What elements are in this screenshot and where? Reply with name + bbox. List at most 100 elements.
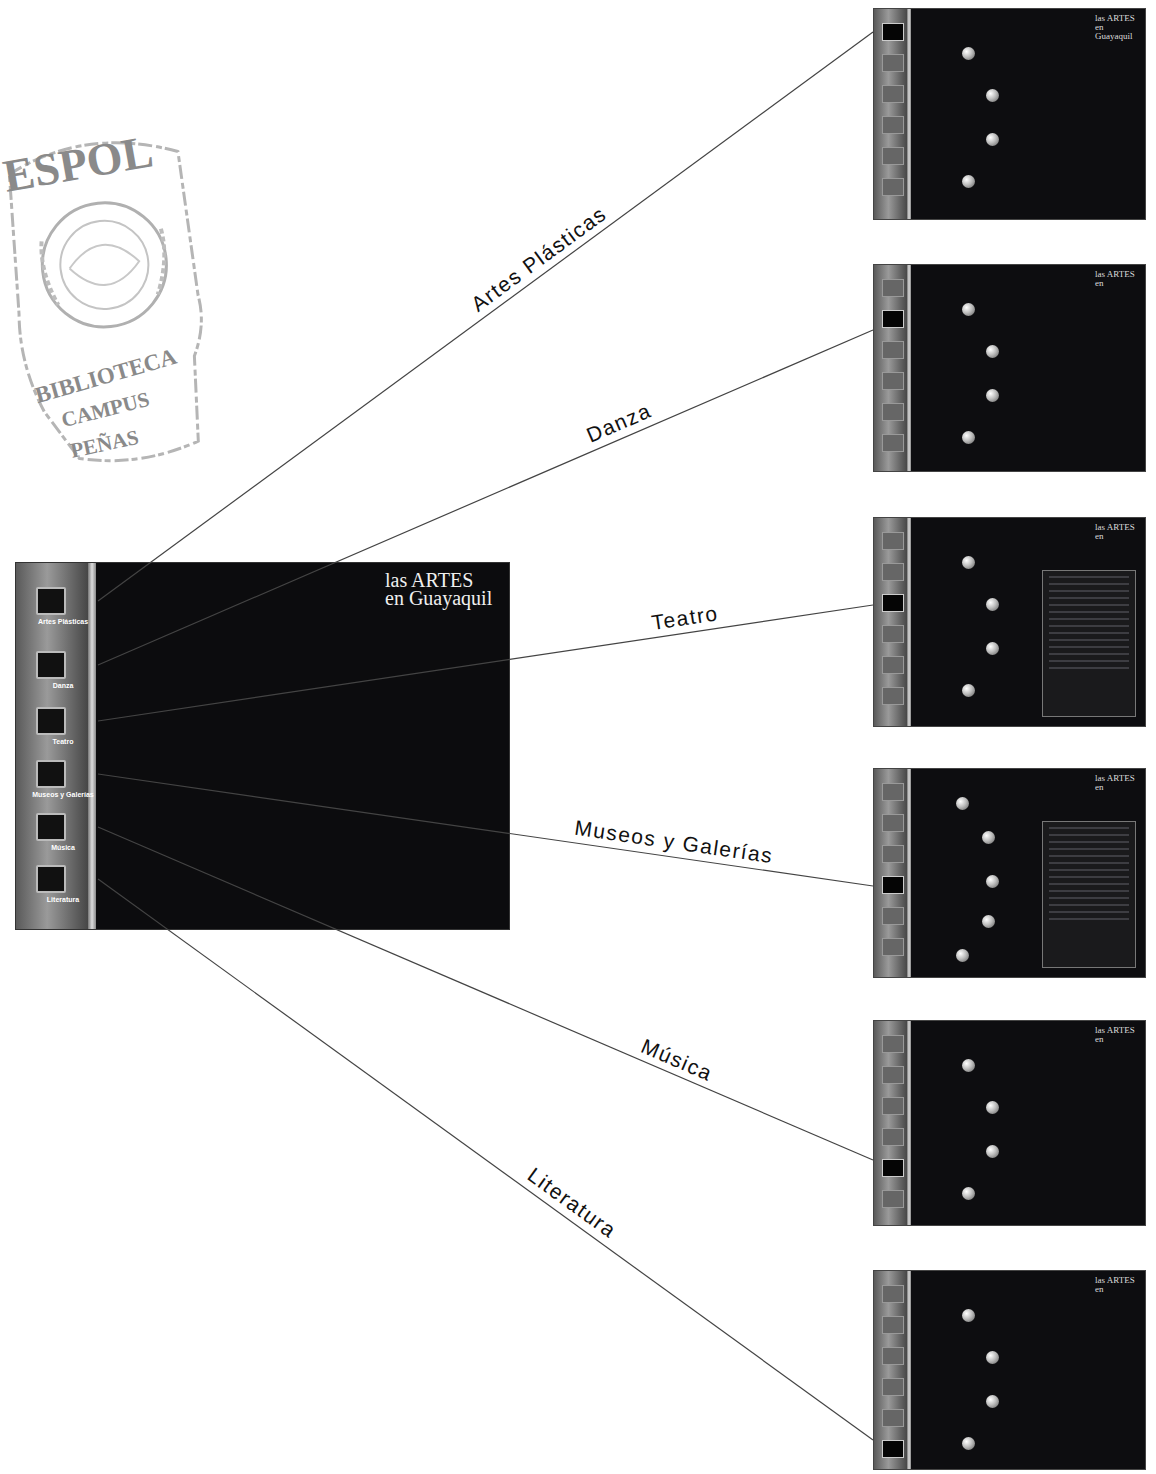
menu-sphere (986, 1351, 999, 1364)
sidebar-button (882, 1285, 904, 1303)
menu-button: Literatura (28, 865, 98, 907)
screen-title: las ARTES en Guayaquil (1095, 14, 1141, 41)
screen-title: las ARTES en (1095, 1026, 1141, 1044)
menu-sphere (986, 1101, 999, 1114)
text-line (1049, 911, 1129, 913)
sidebar-button (882, 1440, 904, 1458)
menu-sphere (962, 1187, 975, 1200)
text-line (1049, 918, 1129, 920)
sidebar-button (882, 147, 904, 165)
menu-button: Museos y Galerías (28, 760, 98, 802)
text-line (1049, 625, 1129, 627)
sidebar-button (882, 656, 904, 674)
menu-sphere (986, 1145, 999, 1158)
button-icon (36, 813, 66, 841)
menu-sphere (982, 831, 995, 844)
screen-title: las ARTES en (1095, 774, 1141, 792)
text-line (1049, 604, 1129, 606)
sidebar-button (882, 783, 904, 801)
section-screen: las ARTES en (873, 264, 1146, 472)
sidebar-button (882, 403, 904, 421)
sidebar-rail (907, 265, 911, 471)
menu-button: Danza (28, 651, 98, 693)
text-line (1049, 611, 1129, 613)
menu-sphere (986, 598, 999, 611)
sidebar-button (882, 341, 904, 359)
button-label: Música (28, 844, 98, 851)
text-line (1049, 848, 1129, 850)
button-label: Danza (28, 682, 98, 689)
menu-sphere (962, 684, 975, 697)
menu-sphere (986, 642, 999, 655)
menu-sphere (986, 89, 999, 102)
menu-sphere (962, 556, 975, 569)
menu-sphere (962, 431, 975, 444)
text-line (1049, 583, 1129, 585)
text-line (1049, 897, 1129, 899)
sidebar-button (882, 434, 904, 452)
text-line (1049, 597, 1129, 599)
text-line (1049, 876, 1129, 878)
text-line (1049, 855, 1129, 857)
menu-sphere (986, 875, 999, 888)
sidebar-button (882, 845, 904, 863)
connector-line (98, 879, 873, 1440)
button-label: Literatura (28, 896, 98, 903)
connector-label: Música (638, 1034, 717, 1086)
sidebar-button (882, 532, 904, 550)
sidebar-button (882, 54, 904, 72)
stamp-text: ESPOL (0, 124, 157, 202)
sidebar-button (882, 1409, 904, 1427)
menu-sphere (962, 1437, 975, 1450)
sidebar-button (882, 625, 904, 643)
sidebar-button (882, 23, 904, 41)
sidebar-button (882, 1347, 904, 1365)
button-label: Museos y Galerías (28, 791, 98, 798)
text-panel (1042, 821, 1136, 968)
menu-button: Teatro (28, 707, 98, 749)
connector-label: Artes Plásticas (466, 201, 610, 316)
menu-sphere (962, 47, 975, 60)
sidebar-rail (907, 518, 911, 726)
text-line (1049, 890, 1129, 892)
text-line (1049, 834, 1129, 836)
menu-sphere (986, 133, 999, 146)
button-label: Artes Plásticas (28, 618, 98, 625)
text-line (1049, 576, 1129, 578)
sidebar-button (882, 1378, 904, 1396)
menu-sphere (962, 1059, 975, 1072)
sidebar-rail (907, 1271, 911, 1469)
text-line (1049, 639, 1129, 641)
sidebar-button (882, 1035, 904, 1053)
sidebar-button (882, 1097, 904, 1115)
section-screen: las ARTES en Guayaquil (873, 8, 1146, 220)
sidebar-button (882, 279, 904, 297)
screen-title: las ARTES en (1095, 523, 1141, 541)
text-line (1049, 667, 1129, 669)
section-screen: las ARTES en (873, 768, 1146, 978)
sidebar-rail (88, 563, 96, 929)
menu-button: Artes Plásticas (28, 587, 98, 629)
sidebar-button (882, 1128, 904, 1146)
button-icon (36, 651, 66, 679)
text-line (1049, 841, 1129, 843)
sidebar-button (882, 372, 904, 390)
menu-sphere (956, 797, 969, 810)
sidebar-button (882, 178, 904, 196)
menu-sphere (986, 389, 999, 402)
menu-button: Música (28, 813, 98, 855)
menu-sphere (956, 949, 969, 962)
sidebar-button (882, 938, 904, 956)
menu-sphere (986, 345, 999, 358)
sidebar-button (882, 687, 904, 705)
screen-title: las ARTES en (1095, 270, 1141, 288)
sidebar-button (882, 1190, 904, 1208)
text-line (1049, 618, 1129, 620)
connector-label: Danza (583, 399, 655, 448)
section-screen: las ARTES en (873, 517, 1146, 727)
sidebar-button (882, 116, 904, 134)
sidebar-rail (907, 769, 911, 977)
text-line (1049, 883, 1129, 885)
button-label: Teatro (28, 738, 98, 745)
